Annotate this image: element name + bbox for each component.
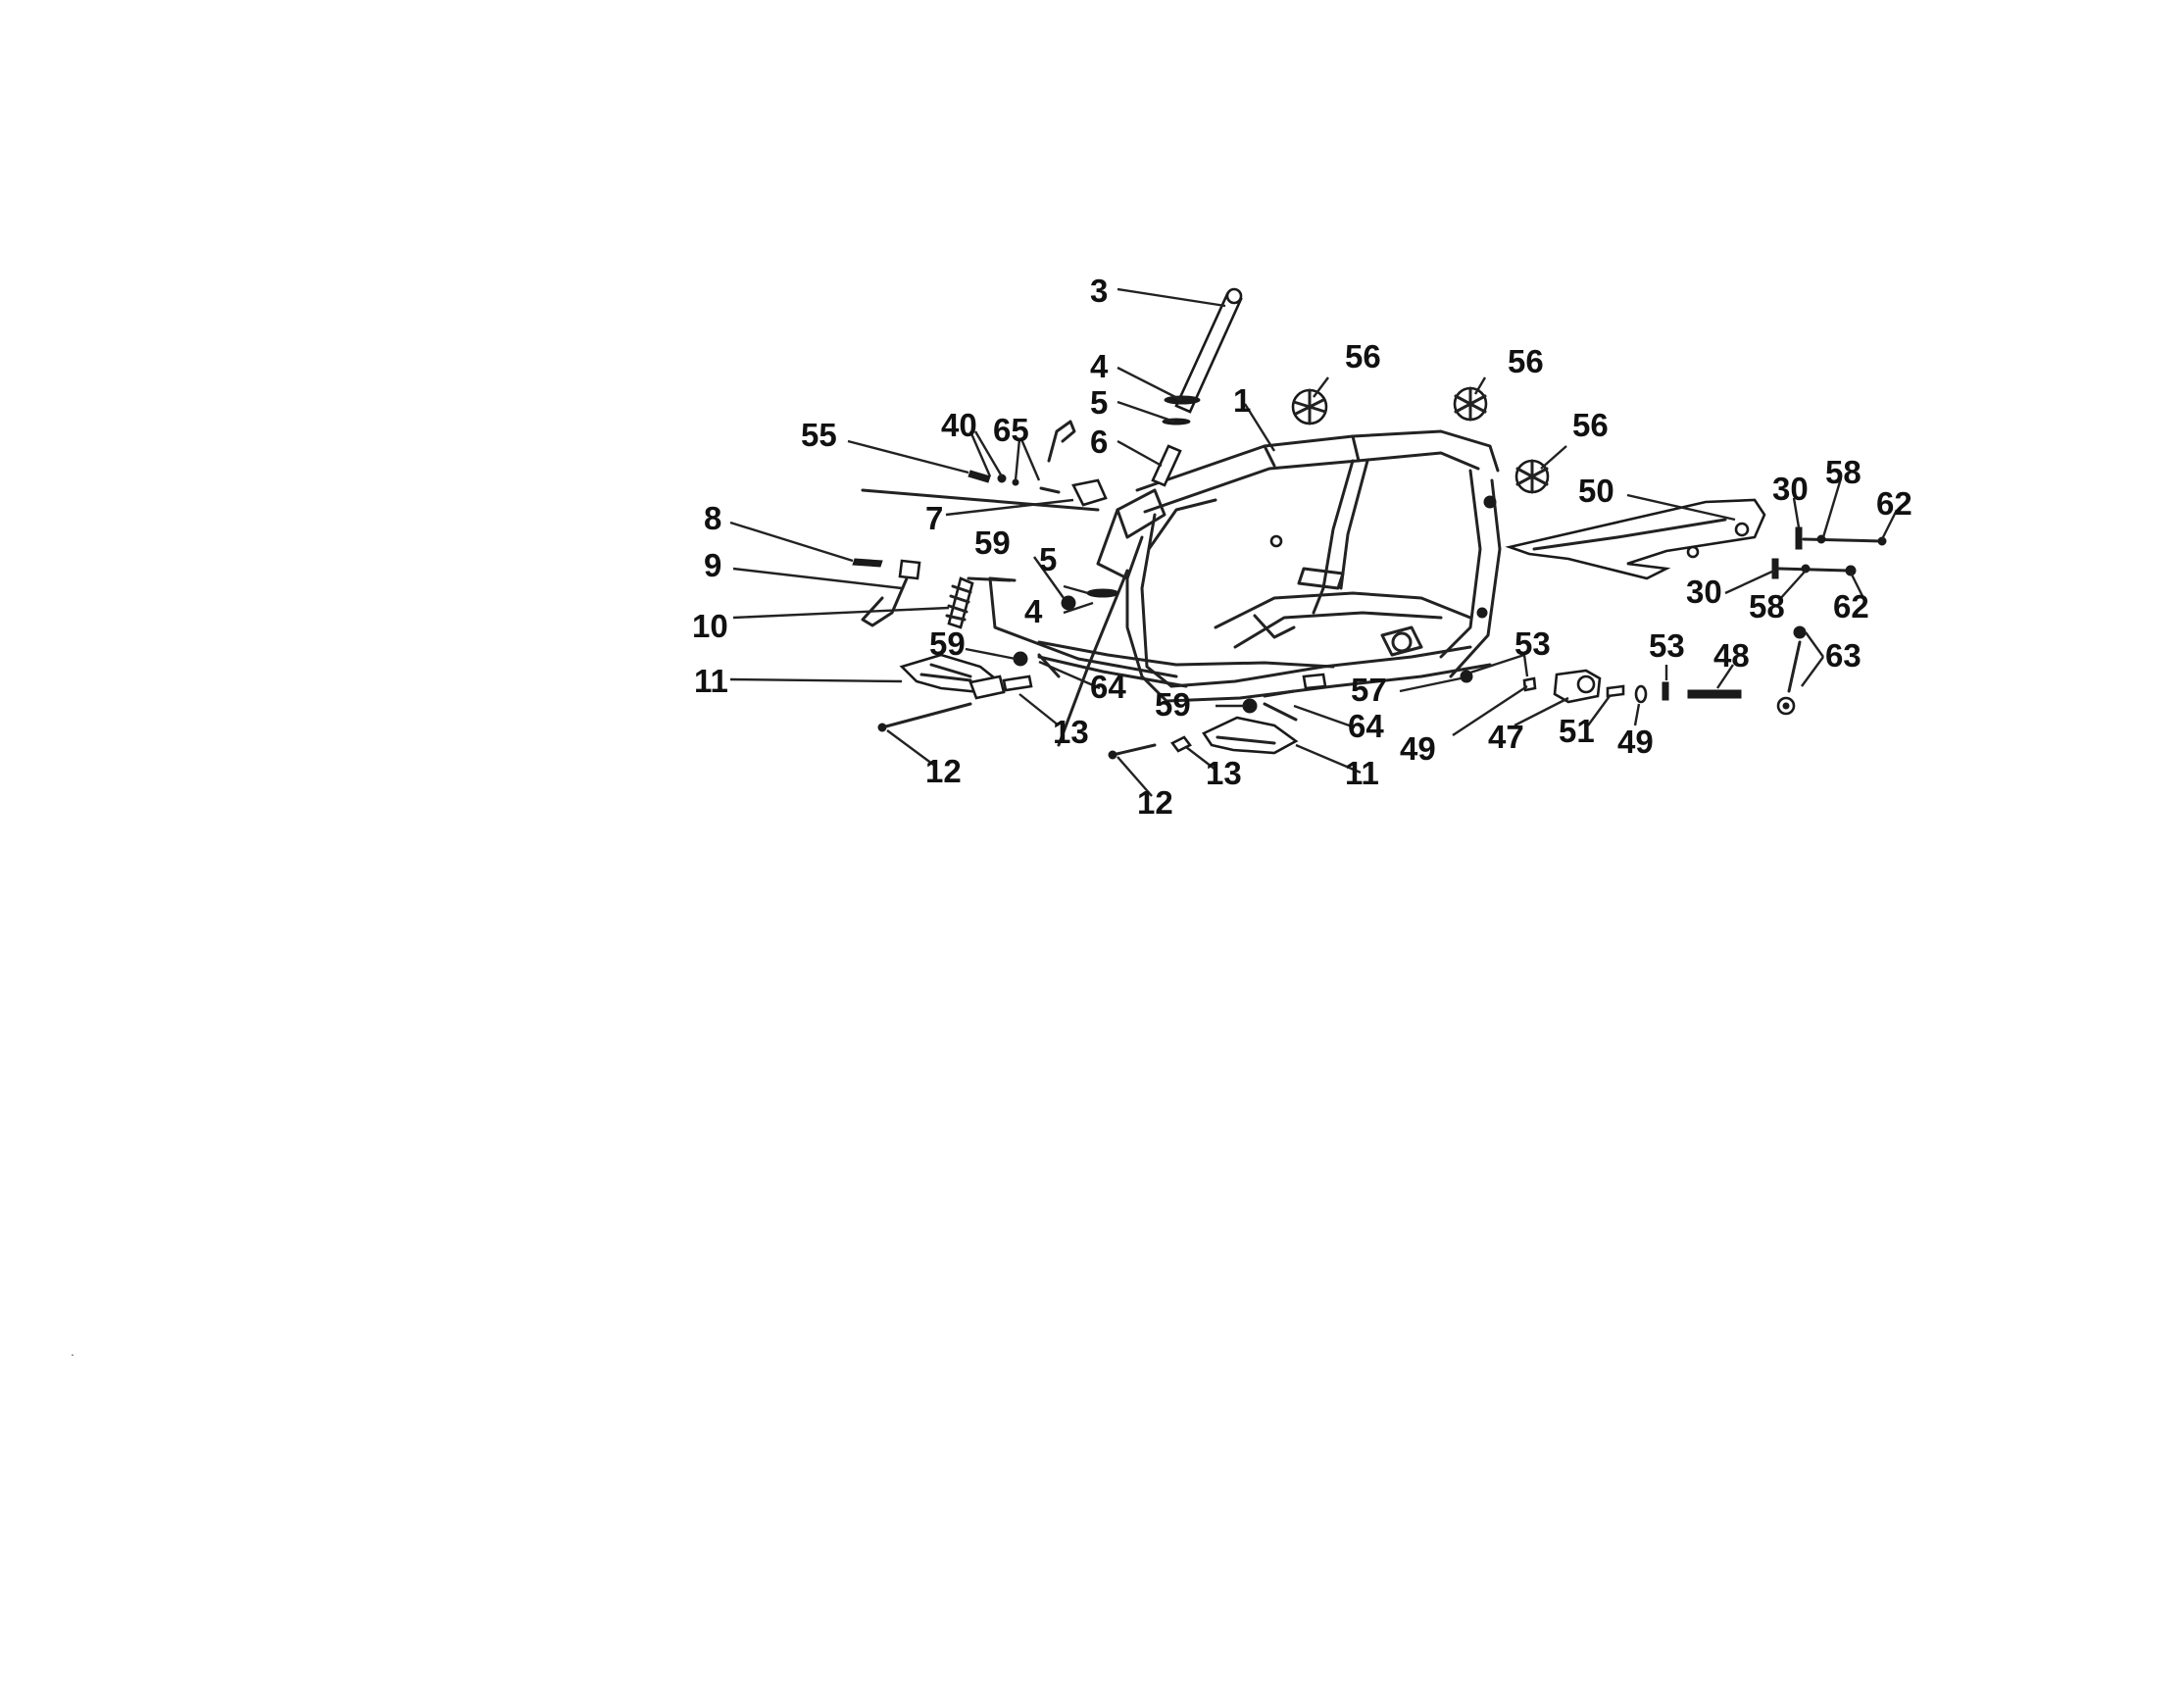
callout-58-a: 58 xyxy=(1825,454,1861,490)
leader-lines xyxy=(729,287,1899,797)
callout-4: 4 xyxy=(1090,348,1109,384)
callout-49-a: 49 xyxy=(1400,730,1436,767)
callout-6: 6 xyxy=(1090,424,1108,460)
callout-48: 48 xyxy=(1713,637,1750,674)
callout-57: 57 xyxy=(1351,672,1387,708)
callout-58-b: 58 xyxy=(1749,588,1785,625)
callout-8: 8 xyxy=(704,500,721,536)
side-stand xyxy=(852,558,1012,629)
callout-56-a: 56 xyxy=(1345,338,1381,375)
callout-12-a: 12 xyxy=(925,753,962,789)
callout-11-a: 11 xyxy=(694,663,728,699)
callout-11-b: 11 xyxy=(1345,755,1379,791)
callout-59-c: 59 xyxy=(1155,686,1191,723)
footpeg-right xyxy=(1170,716,1299,755)
callout-62-b: 62 xyxy=(1833,588,1869,625)
callout-13-a: 13 xyxy=(1053,714,1089,750)
shock-mount xyxy=(1460,669,1742,704)
callout-53-b: 53 xyxy=(1649,627,1685,664)
callout-63: 63 xyxy=(1825,637,1861,674)
callout-1: 1 xyxy=(1233,382,1251,419)
callout-47: 47 xyxy=(1488,719,1524,755)
callout-55: 55 xyxy=(801,417,837,453)
front-fittings xyxy=(968,420,1108,507)
callout-13-b: 13 xyxy=(1206,755,1242,791)
callout-labels: 3 4 5 6 1 56 56 56 55 40 65 7 8 9 10 59 … xyxy=(692,273,1912,821)
rear-fender xyxy=(1505,498,1766,580)
footpeg-left xyxy=(899,653,1033,700)
callout-62-a: 62 xyxy=(1876,485,1912,522)
callout-10: 10 xyxy=(692,608,728,644)
callout-50: 50 xyxy=(1578,473,1614,509)
gusset-plate-56 xyxy=(1291,386,1550,494)
callout-49-b: 49 xyxy=(1617,724,1654,760)
callout-40: 40 xyxy=(941,407,977,443)
lower-rail xyxy=(861,488,1335,688)
corner-mark: . xyxy=(71,1343,74,1359)
callout-9: 9 xyxy=(704,547,721,583)
callout-59-a: 59 xyxy=(974,525,1011,561)
callout-5-b: 5 xyxy=(1039,541,1057,577)
callout-56-c: 56 xyxy=(1572,407,1609,443)
steering-stem xyxy=(1057,287,1243,747)
callout-53-a: 53 xyxy=(1514,625,1551,662)
callout-51: 51 xyxy=(1559,713,1595,749)
callout-7: 7 xyxy=(925,500,943,536)
callout-64-b: 64 xyxy=(1348,708,1384,744)
callout-4-b: 4 xyxy=(1024,593,1043,629)
rear-hardware xyxy=(1771,526,1887,716)
callout-59-b: 59 xyxy=(929,625,966,662)
callout-12-b: 12 xyxy=(1137,784,1173,821)
callout-30-a: 30 xyxy=(1772,471,1809,507)
callout-65: 65 xyxy=(993,412,1029,448)
callout-3: 3 xyxy=(1090,273,1108,309)
callout-30-b: 30 xyxy=(1686,574,1722,610)
callout-64-a: 64 xyxy=(1090,669,1126,705)
callout-56-b: 56 xyxy=(1508,343,1544,379)
callout-5: 5 xyxy=(1090,384,1108,421)
